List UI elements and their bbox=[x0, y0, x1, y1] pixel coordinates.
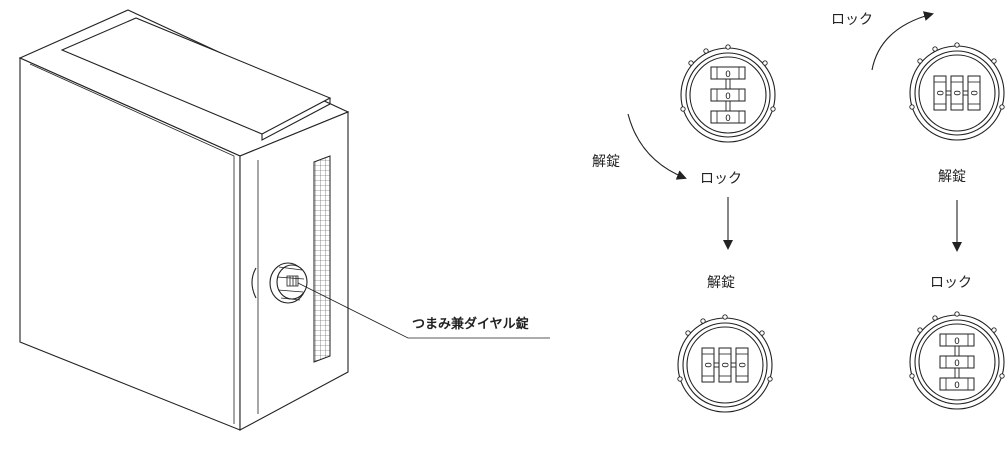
dial-rim-tab bbox=[954, 42, 960, 48]
dial-inner-ring bbox=[914, 50, 1000, 136]
dial-face bbox=[689, 56, 767, 134]
dial-rim-tab bbox=[999, 104, 1005, 110]
dial-rim-tab bbox=[917, 327, 923, 333]
dial-wheel: 0 bbox=[710, 88, 746, 102]
label-lock-rotate: ロック bbox=[831, 12, 873, 28]
cabinet-illustration bbox=[18, 9, 350, 431]
svg-text:0: 0 bbox=[725, 92, 731, 102]
dial-rim-tab bbox=[917, 58, 923, 64]
dial-rim-tab bbox=[909, 104, 915, 110]
dial-wheel: 0 bbox=[950, 75, 964, 111]
dial-rim-tab bbox=[770, 106, 776, 112]
dial-rim-tab bbox=[700, 318, 706, 324]
dial-inner-ring bbox=[914, 319, 1000, 405]
cabinet-hinge bbox=[251, 267, 257, 299]
dial-rim-tab bbox=[688, 60, 694, 66]
dial-rim-tab bbox=[954, 311, 960, 317]
callout-leader-line bbox=[297, 282, 550, 339]
dial-inner-ring bbox=[685, 52, 771, 138]
dial-wheel: 0 bbox=[939, 355, 975, 369]
dial-wheel: 0 bbox=[939, 333, 975, 347]
cabinet-dial-knob bbox=[269, 262, 308, 304]
dial-locked-bottom: 0 0 0 bbox=[909, 311, 1005, 410]
dial-face bbox=[686, 326, 764, 404]
dial-face bbox=[918, 323, 996, 401]
svg-text:0: 0 bbox=[736, 362, 746, 368]
cabinet-lid-edge bbox=[261, 98, 331, 141]
dial-rim-tab bbox=[722, 314, 728, 320]
label-unlock-right: 解錠 bbox=[938, 169, 966, 185]
dial-rim-tab bbox=[909, 373, 915, 379]
svg-text:0: 0 bbox=[702, 362, 712, 368]
svg-text:0: 0 bbox=[951, 90, 961, 96]
label-lock-right: ロック bbox=[930, 275, 972, 291]
dial-wheel: 0 bbox=[718, 347, 732, 383]
dial-rim-tab bbox=[991, 327, 997, 333]
cabinet-front-inner-edge bbox=[29, 63, 235, 424]
callout-label: つまみ兼ダイヤル錠 bbox=[412, 316, 530, 332]
label-unlock-rotate: 解錠 bbox=[592, 154, 620, 170]
rotate-arrow-lock-to-unlock bbox=[871, 11, 934, 71]
dial-inner-ring bbox=[682, 322, 768, 408]
dial-rim-tab bbox=[680, 106, 686, 112]
dial-wheel: 0 bbox=[710, 66, 746, 80]
dial-face bbox=[918, 54, 996, 132]
rotate-arrow-unlock-to-lock bbox=[627, 113, 687, 180]
svg-text:0: 0 bbox=[954, 337, 960, 347]
dial-rim-tab bbox=[767, 376, 773, 382]
dial-rim-tab bbox=[999, 373, 1005, 379]
svg-text:0: 0 bbox=[934, 90, 944, 96]
dial-rim-tab bbox=[703, 48, 709, 54]
dial-rim-tab bbox=[932, 315, 938, 321]
dial-rim-tab bbox=[762, 60, 768, 66]
vent-grille bbox=[313, 155, 331, 363]
dial-wheel: 0 bbox=[710, 110, 746, 124]
dial-rim-tab bbox=[725, 44, 731, 50]
svg-text:0: 0 bbox=[968, 90, 978, 96]
label-unlock-left: 解錠 bbox=[707, 275, 735, 291]
dial-wheel: 0 bbox=[967, 75, 981, 111]
dial-wheel: 0 bbox=[933, 75, 947, 111]
label-lock-left: ロック bbox=[700, 171, 742, 187]
svg-text:0: 0 bbox=[725, 70, 731, 80]
svg-text:0: 0 bbox=[954, 381, 960, 391]
dial-wheel: 0 bbox=[735, 347, 749, 383]
dial-rim-tab bbox=[991, 58, 997, 64]
dial-locked-top: 0 0 0 bbox=[680, 44, 776, 143]
dial-rim-tab bbox=[932, 46, 938, 52]
svg-text:0: 0 bbox=[954, 359, 960, 369]
dial-wheel: 0 bbox=[701, 347, 715, 383]
dial-rim-tab bbox=[677, 376, 683, 382]
dial-unlocked-top: 0 0 0 bbox=[909, 42, 1005, 141]
svg-text:0: 0 bbox=[719, 362, 729, 368]
dial-rim-tab bbox=[685, 330, 691, 336]
svg-text:0: 0 bbox=[725, 114, 731, 124]
dial-wheel: 0 bbox=[939, 377, 975, 391]
callout: つまみ兼ダイヤル錠 bbox=[297, 282, 550, 339]
dial-rim-tab bbox=[759, 330, 765, 336]
dial-unlocked-bottom: 0 0 0 bbox=[677, 314, 773, 413]
